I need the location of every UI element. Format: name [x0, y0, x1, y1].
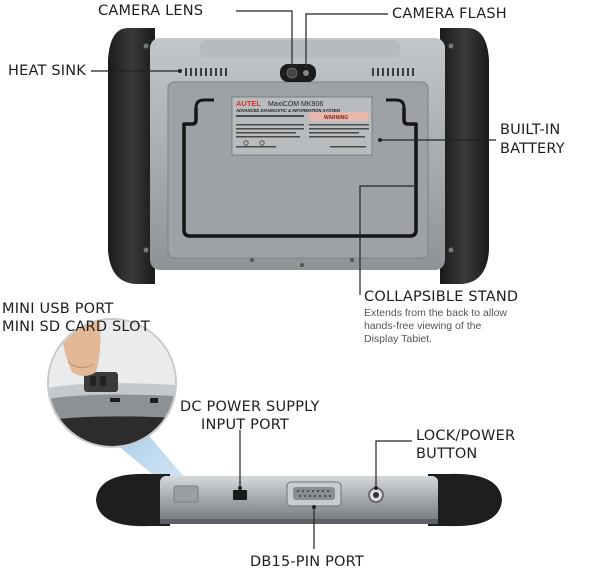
- collapsible-stand: [182, 108, 418, 238]
- collapsible-stand-label: COLLAPSIBLE STAND: [364, 289, 519, 305]
- lock-power-label: LOCK/POWER: [416, 428, 516, 444]
- dc-power-port: [233, 490, 247, 500]
- tablet-back-view: [108, 28, 489, 284]
- zoom-circle: [47, 318, 177, 448]
- stand-description-line2: hands-free viewing of the: [364, 320, 482, 332]
- plate-model: MaxiCOM MK906: [268, 101, 323, 108]
- input-port-label: INPUT PORT: [201, 417, 289, 433]
- label-plate: [231, 96, 373, 156]
- camera-lens-icon: [286, 67, 298, 79]
- built-in-label: BUILT-IN: [500, 122, 561, 138]
- port-cover: [173, 485, 199, 503]
- stand-description-line1: Extends from the back to allow: [364, 307, 507, 319]
- dc-power-supply-label: DC POWER SUPPLY: [180, 399, 320, 415]
- plate-warning: WARNING: [324, 115, 348, 121]
- tablet-bottom-view: [96, 473, 502, 527]
- mini-usb-port-label: MINI USB PORT: [2, 301, 114, 317]
- button-label: BUTTON: [416, 446, 478, 462]
- mini-sd-card-slot-label: MINI SD CARD SLOT: [2, 319, 150, 335]
- camera-flash-label: CAMERA FLASH: [392, 6, 507, 22]
- battery-label: BATTERY: [500, 141, 565, 157]
- bottom-left-bumper: [96, 473, 170, 527]
- heat-sink-vents-right: [372, 68, 414, 76]
- leader-lines: [91, 10, 496, 549]
- plate-system: ADVANCED DIAGNOSTIC & INFORMATION SYSTEM: [235, 108, 340, 113]
- heat-sink-label: HEAT SINK: [8, 63, 86, 79]
- camera-module: [280, 64, 316, 82]
- right-bumper: [440, 28, 489, 284]
- bottom-right-bumper: [428, 473, 502, 527]
- camera-lens-label: CAMERA LENS: [98, 3, 204, 19]
- camera-flash-icon: [303, 70, 309, 76]
- heat-sink-vents-left: [185, 68, 227, 76]
- plate-brand: AUTEL: [236, 99, 261, 108]
- db15-pin-port-label: DB15-PIN PORT: [250, 554, 364, 570]
- left-bumper: [108, 28, 155, 284]
- stand-description-line3: Display Tabiet.: [364, 333, 433, 345]
